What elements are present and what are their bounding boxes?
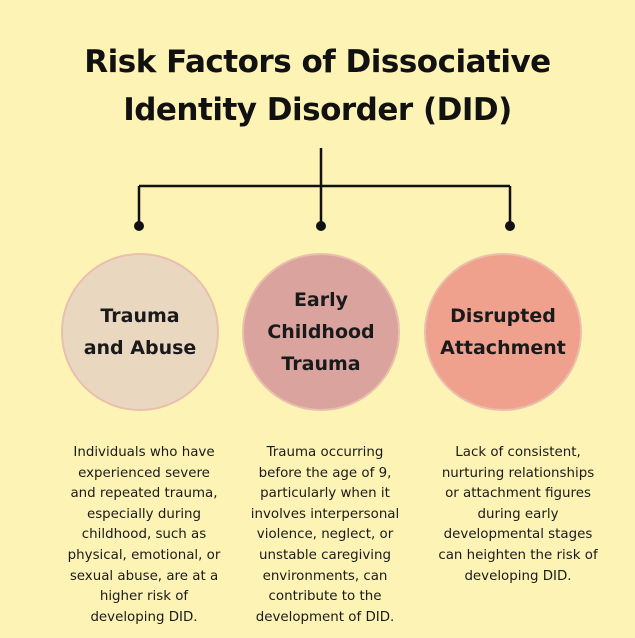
connector-dot-3 [505,221,515,231]
factor-circle-disrupted-attachment: Disrupted Attachment [424,253,582,411]
description-line: can heighten the risk of [438,547,598,563]
description-line: during early [477,506,559,522]
description-line: higher risk of [99,589,189,605]
description-line: especially during [86,506,202,522]
factor-label-line: Early [293,289,349,311]
diagram-title: Risk Factors of Dissociative Identity Di… [0,38,635,134]
factor-label-line: Attachment [440,337,566,359]
description-line: contribute to the [268,589,382,605]
description-line: Lack of consistent, [455,445,581,460]
description-line: environments, can [262,568,388,584]
description-line: or attachment figures [445,486,591,502]
factor-circle-early-childhood-trauma: Early Childhood Trauma [242,253,400,411]
factor-label: Disrupted Attachment [440,300,566,364]
factor-label-line: Disrupted [450,305,556,327]
description-line: unstable caregiving [259,547,391,563]
title-line-1: Risk Factors of Dissociative [84,44,551,80]
description-line: violence, neglect, or [256,527,394,543]
connector-dot-1 [134,221,144,231]
description-line: nurturing relationships [441,465,595,481]
description-line: development of DID. [255,609,395,625]
description-line: particularly when it [260,486,390,502]
factor-description-disrupted-attachment: Lack of consistent, nurturing relationsh… [418,443,618,587]
factor-description-early-childhood-trauma: Trauma occurring before the age of 9, pa… [225,443,425,628]
description-line: childhood, such as [81,527,207,543]
factor-label-line: and Abuse [83,337,197,359]
connector-dot-2 [316,221,326,231]
description-line: developmental stages [443,527,593,543]
description-line: developing DID. [90,609,198,625]
description-line: Individuals who have [73,445,215,460]
description-line: and repeated trauma, [70,486,218,502]
factor-label: Early Childhood Trauma [267,284,374,380]
description-line: involves interpersonal [250,506,400,522]
description-line: Trauma occurring [266,445,384,460]
factor-label-line: Childhood [267,321,375,343]
factor-label-line: Trauma [100,305,180,327]
description-line: developing DID. [464,568,572,584]
description-line: before the age of 9, [258,465,392,481]
description-line: sexual abuse, are at a [69,568,219,584]
factor-label: Trauma and Abuse [84,300,197,364]
factor-circle-trauma-and-abuse: Trauma and Abuse [61,253,219,411]
factor-label-line: Trauma [281,353,361,375]
description-line: physical, emotional, or [67,547,221,563]
description-line: experienced severe [78,465,210,481]
factor-description-trauma-and-abuse: Individuals who have experienced severe … [44,443,244,628]
title-line-2: Identity Disorder (DID) [123,92,512,128]
